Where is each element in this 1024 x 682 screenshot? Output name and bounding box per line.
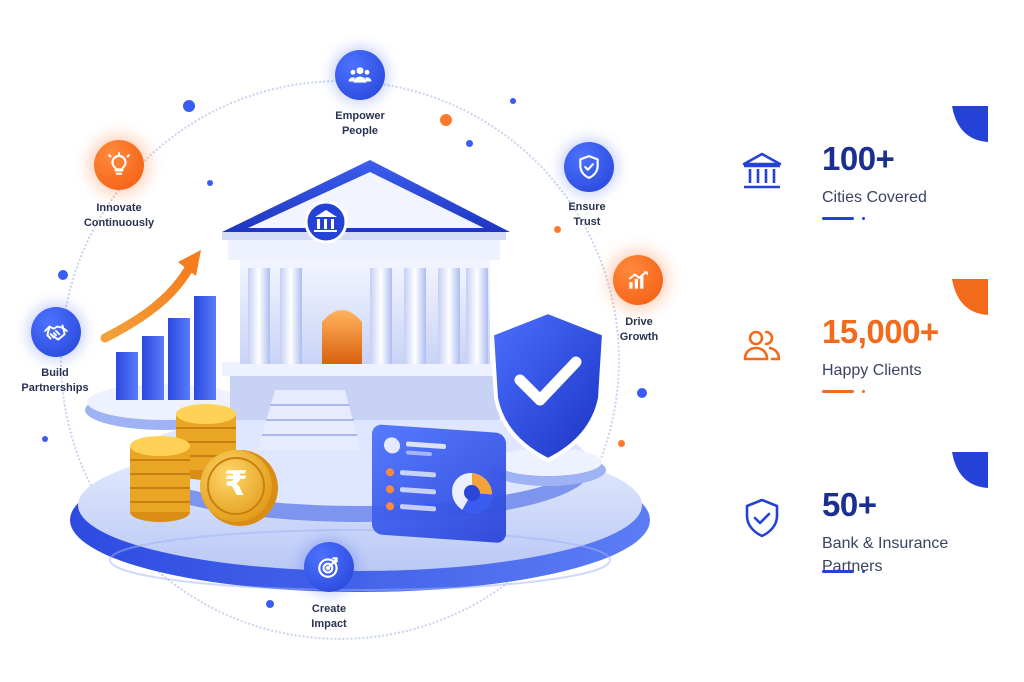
stat-underline-dot <box>862 570 865 573</box>
corner-accent <box>952 106 988 142</box>
bar-chart-icon <box>628 271 648 289</box>
lightbulb-icon <box>108 152 130 175</box>
empower-people-badge <box>335 50 385 100</box>
corner-accent <box>952 452 988 488</box>
stat-underline-dot <box>862 217 865 220</box>
caption-drive-growth: Drive Growth <box>619 316 659 343</box>
drive-growth-badge <box>613 255 663 305</box>
bank-scene <box>70 160 650 592</box>
stat-underline <box>822 570 854 573</box>
orb-dot <box>266 600 274 608</box>
caption-innovate-continuously: Innovate Continuously <box>83 202 155 229</box>
caption-build-partnerships: Build Partnerships <box>21 367 89 394</box>
orb-dot <box>207 180 213 186</box>
innovate-continuously-badge <box>94 140 144 190</box>
caption-create-impact: Create Impact <box>311 603 347 630</box>
create-impact-badge <box>304 542 354 592</box>
stat-label: Cities Covered <box>822 189 927 206</box>
orb-dot <box>618 440 625 447</box>
orb-dot <box>58 270 68 280</box>
stat-value: 50+ <box>822 486 877 523</box>
shield-check-icon <box>579 155 599 179</box>
stat-cities: 100+ Cities Covered <box>720 106 1020 260</box>
stat-label: Happy Clients <box>822 362 922 379</box>
build-partnerships-badge <box>31 307 81 357</box>
caption-empower-people: Empower People <box>335 110 385 137</box>
stat-underline-dot <box>862 390 865 393</box>
handshake-icon <box>44 324 68 341</box>
people-icon <box>348 67 372 83</box>
stat-partners: 50+ Bank & Insurance Partners <box>720 452 1020 606</box>
shield-check-icon <box>740 496 784 540</box>
orb-dot <box>440 114 452 126</box>
corner-accent <box>952 279 988 315</box>
orb-dot <box>510 98 516 104</box>
bank-icon <box>740 150 784 194</box>
target-icon <box>318 557 338 578</box>
orb-dot <box>637 388 647 398</box>
stats-panel: 100+ Cities Covered 15,000+ Happy Client… <box>720 0 1024 682</box>
stat-value: 15,000+ <box>822 313 939 350</box>
caption-ensure-trust: Ensure Trust <box>568 201 606 228</box>
stat-value: 100+ <box>822 140 895 177</box>
stat-clients: 15,000+ Happy Clients <box>720 279 1020 433</box>
stat-underline <box>822 217 854 220</box>
orb-dot <box>554 226 561 233</box>
illustration: ₹ Empower People Innovate Continuously E… <box>21 50 663 640</box>
stat-underline <box>822 390 854 393</box>
orb-dot <box>183 100 195 112</box>
ensure-trust-badge <box>564 142 614 192</box>
orb-dot <box>42 436 48 442</box>
orb-dot <box>466 140 473 147</box>
users-icon <box>740 323 784 367</box>
rupee-symbol: ₹ <box>224 464 248 504</box>
